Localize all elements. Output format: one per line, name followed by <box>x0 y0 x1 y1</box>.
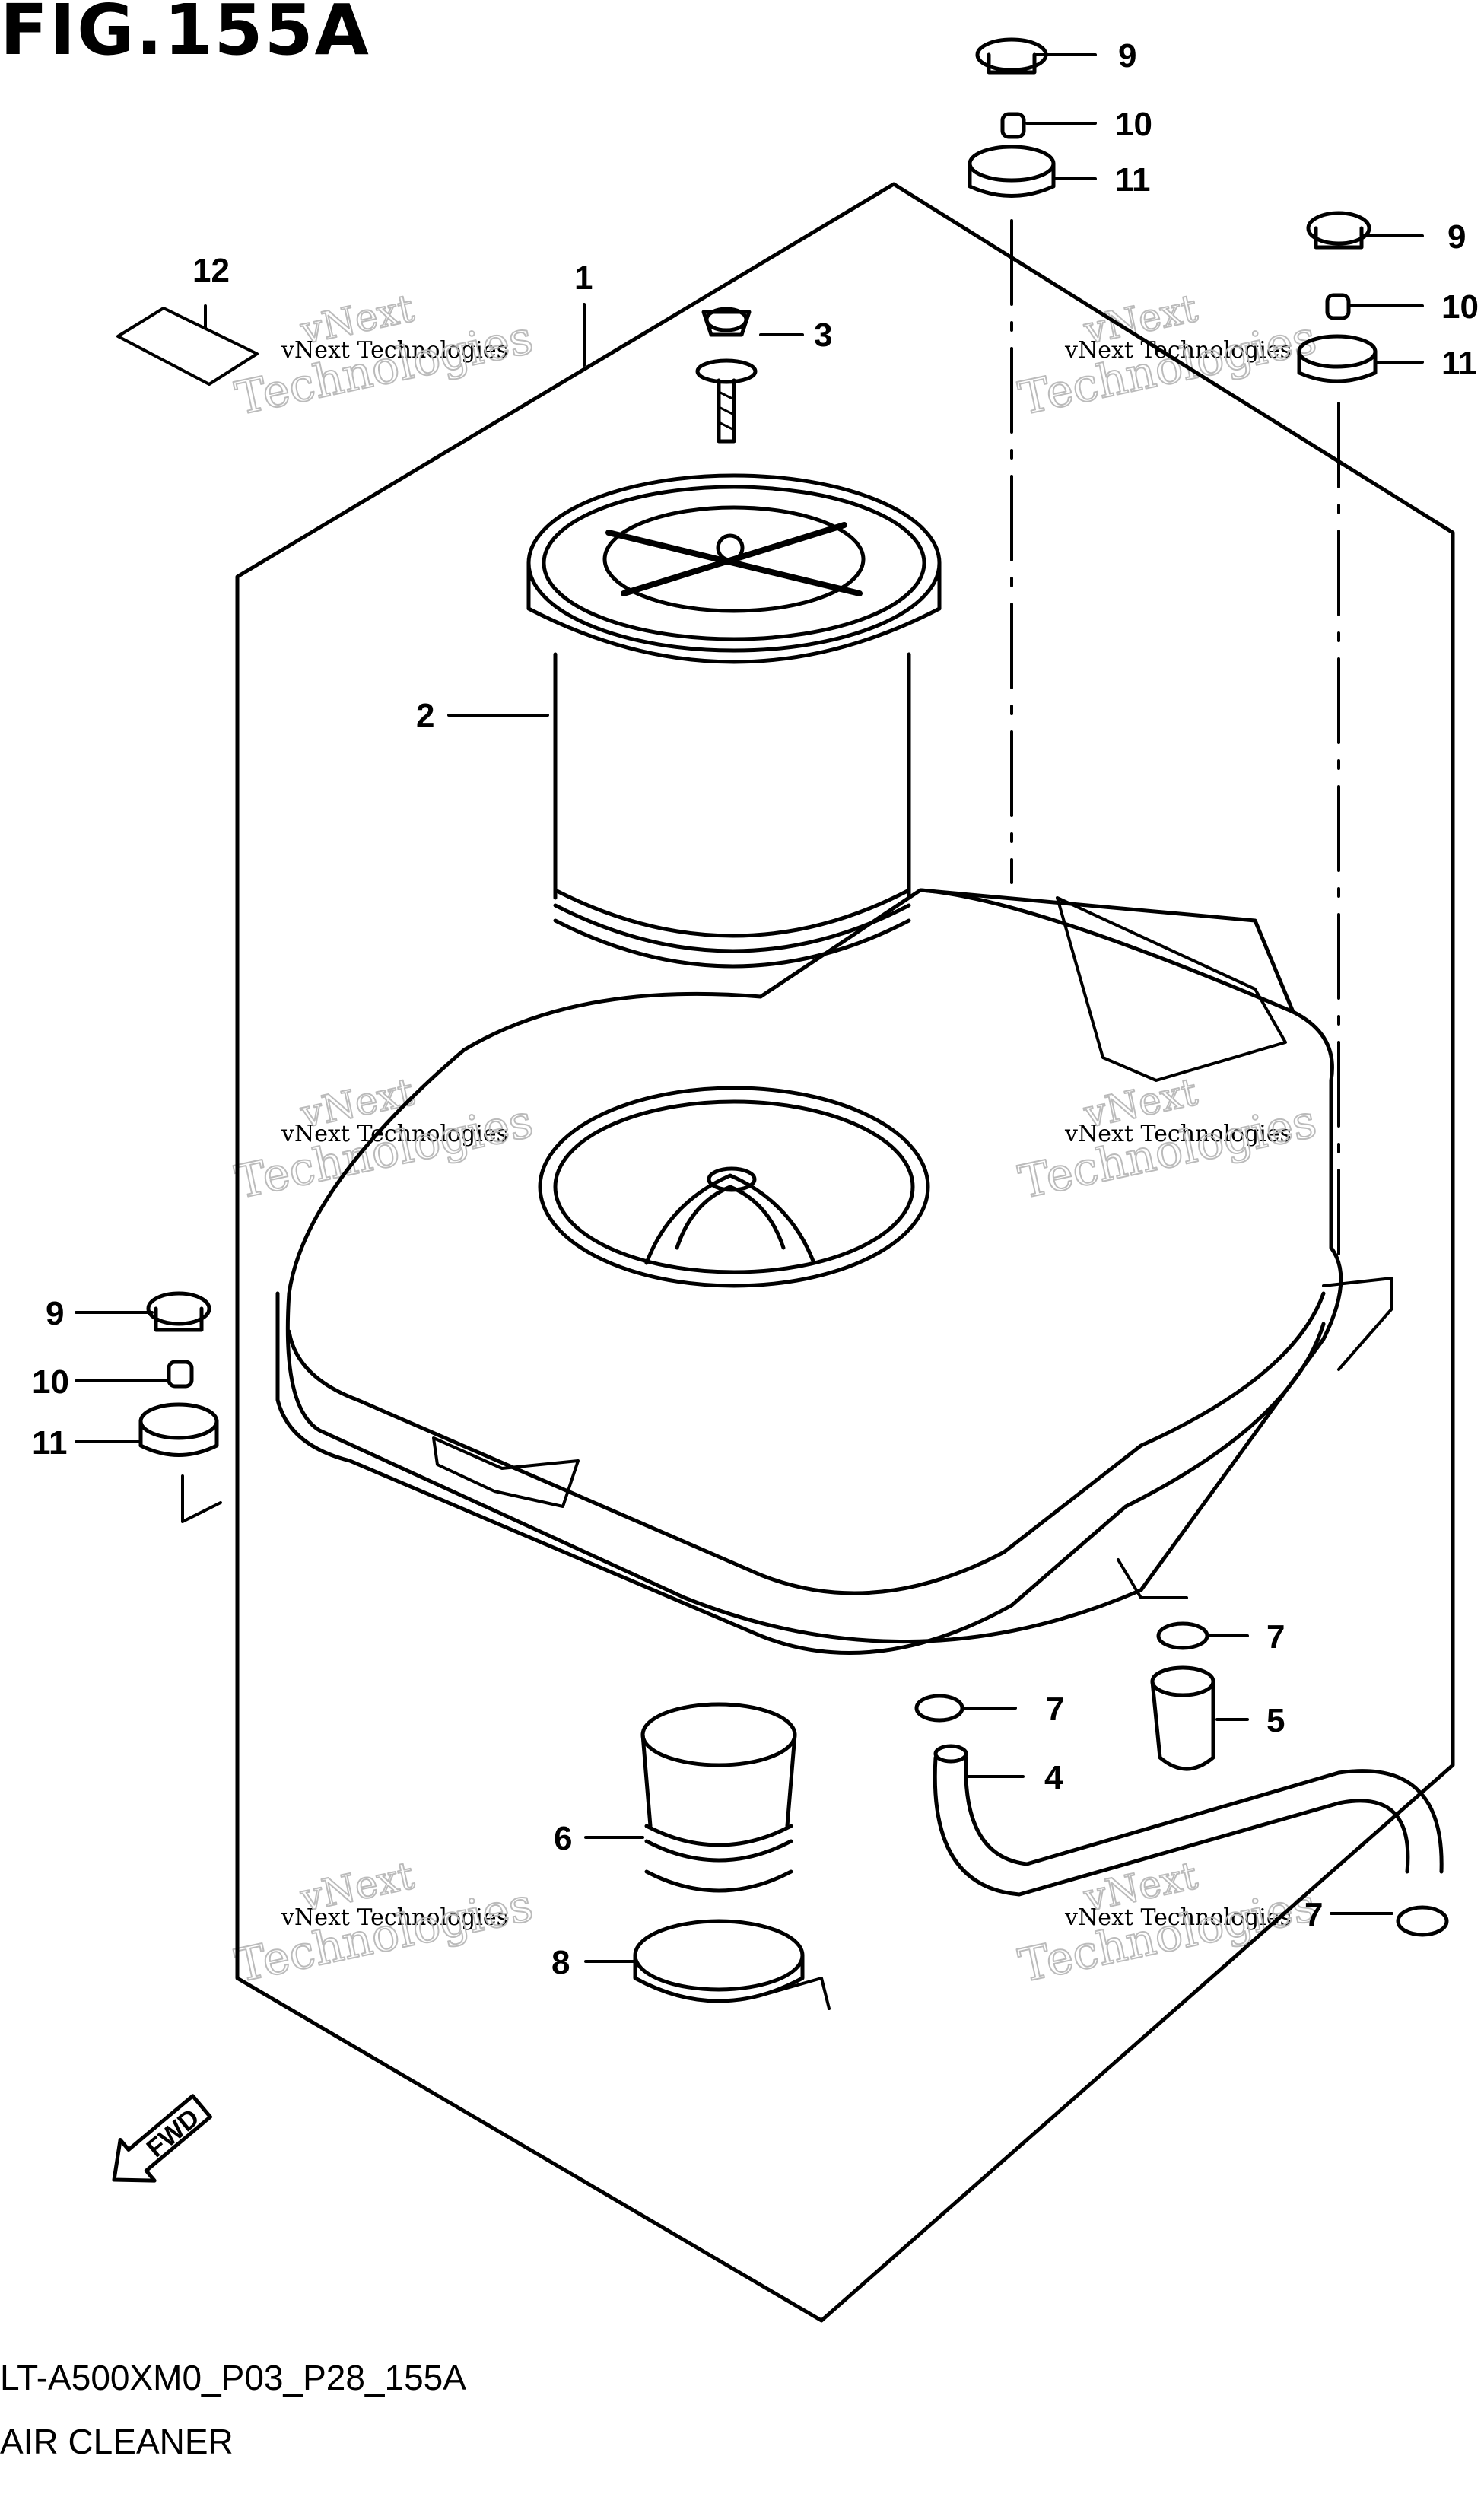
callout-9c: 9 <box>46 1295 64 1332</box>
figure-title: FIG.155A <box>0 0 370 71</box>
callout-4: 4 <box>1044 1759 1063 1796</box>
callout-8: 8 <box>551 1944 570 1981</box>
callout-10c: 10 <box>32 1363 69 1401</box>
label-sticker-part <box>116 307 259 386</box>
watermark-text: vNext Technologies <box>281 1121 508 1147</box>
watermark-text: vNext Technologies <box>281 337 508 364</box>
callout-labels: 12 1 3 2 9 10 11 9 10 11 9 10 11 7 7 7 5… <box>32 37 1479 1981</box>
air-filter-element <box>526 473 942 969</box>
drain-hose-part <box>933 1744 1444 1897</box>
callout-6: 6 <box>554 1820 572 1857</box>
mount-hardware-top <box>968 37 1056 884</box>
callout-11c: 11 <box>32 1424 68 1462</box>
air-cleaner-case <box>275 888 1393 1655</box>
callout-11b: 11 <box>1441 345 1477 382</box>
leader-lines <box>75 53 1424 1963</box>
mount-hardware-left <box>138 1291 222 1523</box>
callout-9b: 9 <box>1447 218 1466 256</box>
callout-11a: 11 <box>1115 161 1151 199</box>
mount-hardware-right <box>1297 211 1378 1264</box>
callout-7b: 7 <box>1046 1691 1064 1728</box>
callout-9a: 9 <box>1118 37 1136 75</box>
clip-parts <box>914 1621 1449 1937</box>
intake-pipe-part <box>640 1702 797 1893</box>
callout-7c: 7 <box>1304 1896 1323 1933</box>
wing-bolt-part <box>695 307 758 444</box>
watermark-text: vNext Technologies <box>281 1904 508 1931</box>
watermark-text: vNext Technologies <box>1064 1904 1292 1931</box>
model-code: LT-A500XM0_P03_P28_155A <box>0 2358 466 2397</box>
callout-10b: 10 <box>1441 288 1479 326</box>
callout-3: 3 <box>814 317 832 354</box>
callout-7a: 7 <box>1266 1618 1285 1656</box>
hose-clamp-part <box>633 1919 831 2010</box>
assembly-frame-outline <box>235 182 1455 2323</box>
callout-12: 12 <box>192 252 230 289</box>
callout-5: 5 <box>1266 1702 1285 1739</box>
callout-10a: 10 <box>1115 106 1152 143</box>
figure-caption: AIR CLEANER <box>0 2422 234 2461</box>
forward-arrow: FWD <box>112 2094 212 2183</box>
callout-1: 1 <box>574 259 593 297</box>
watermark-text: vNext Technologies <box>1064 1121 1292 1147</box>
callout-2: 2 <box>416 697 434 734</box>
drain-plug-part <box>1150 1665 1215 1771</box>
